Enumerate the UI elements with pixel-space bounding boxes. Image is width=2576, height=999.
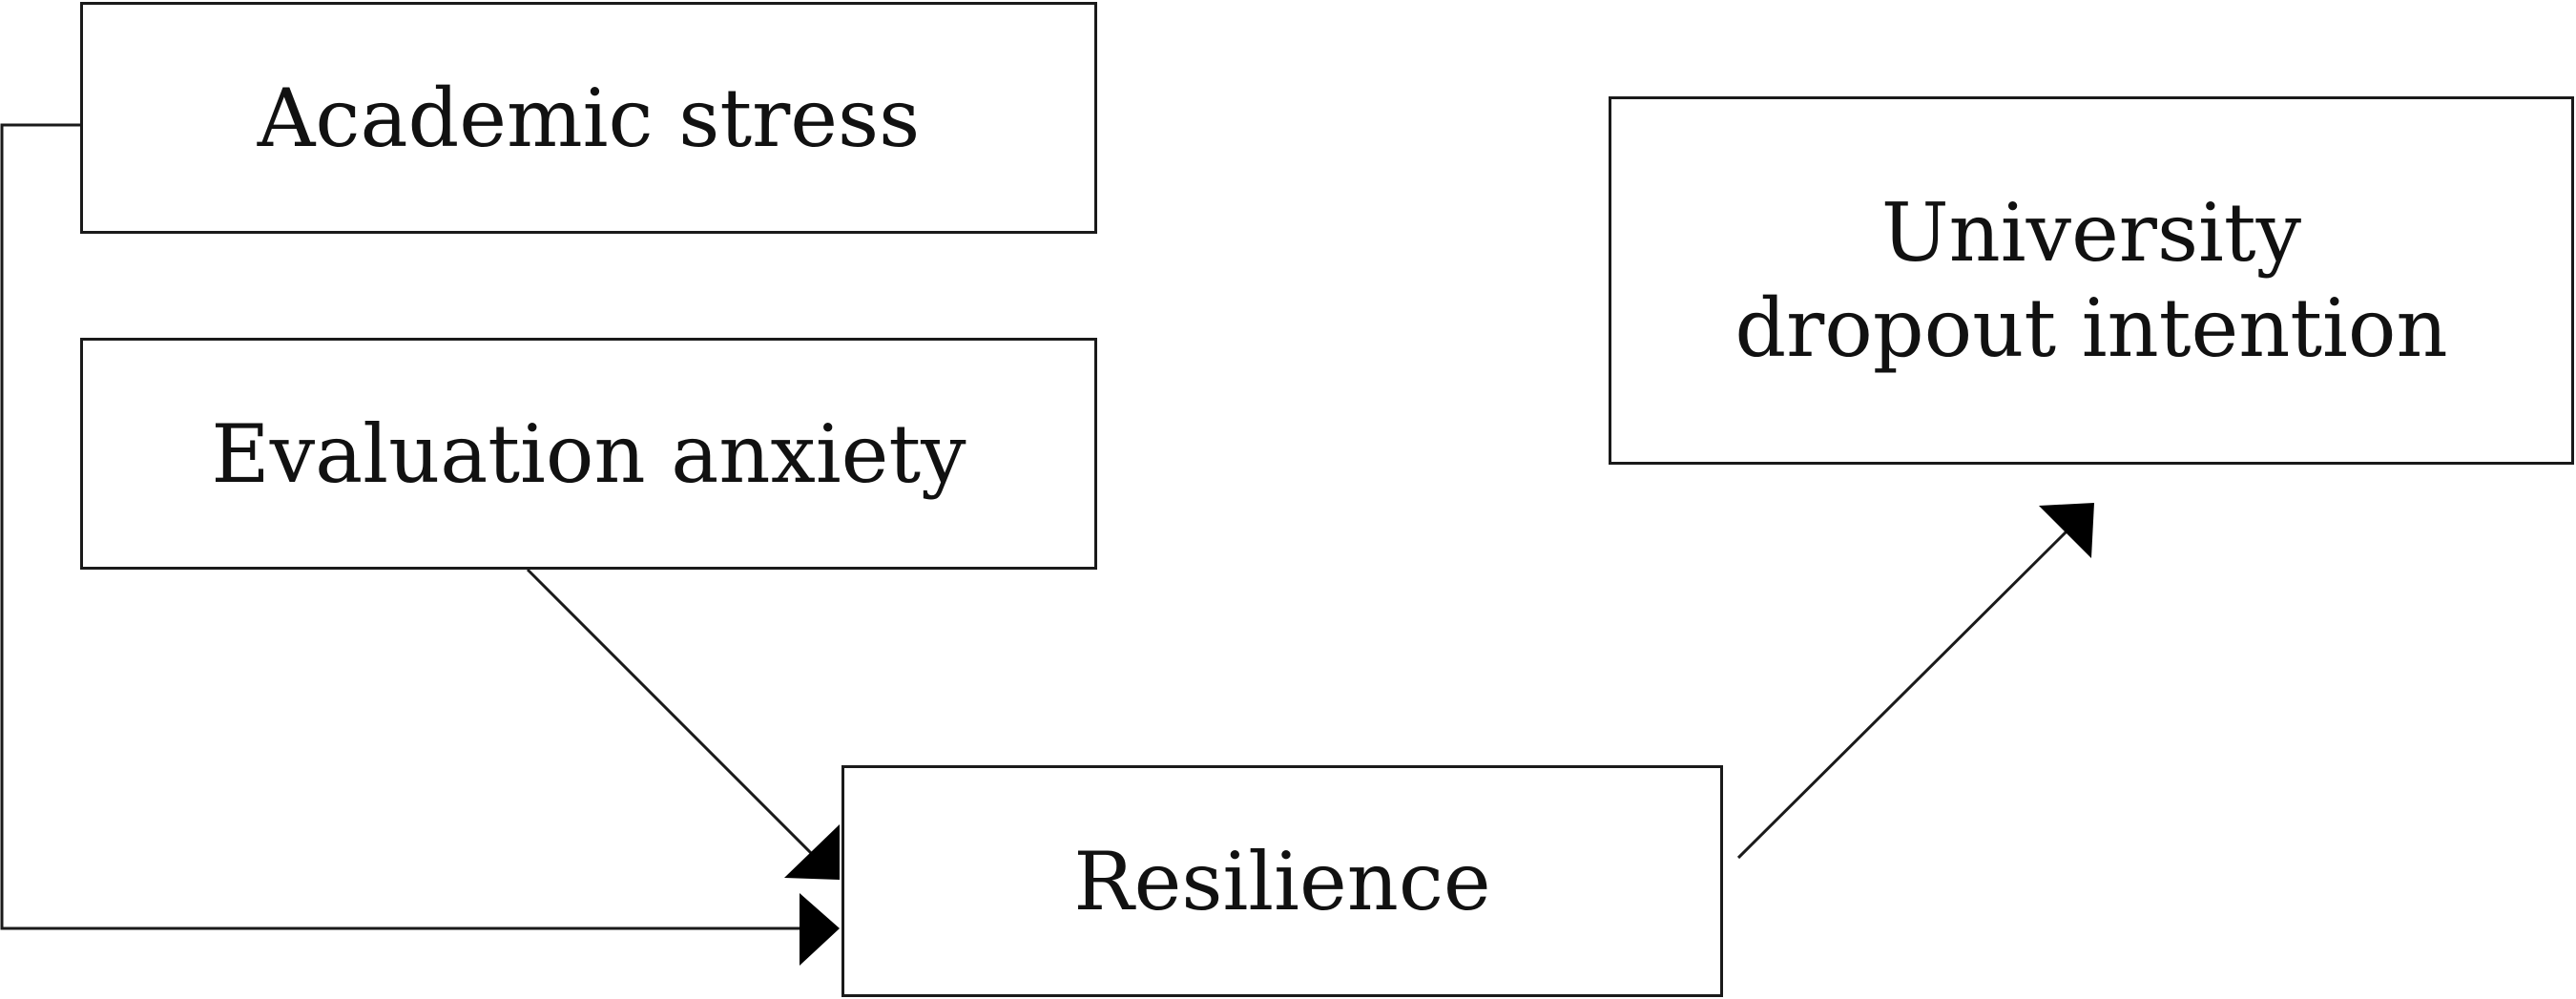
arrowhead-resilience-to-dropout-intention bbox=[2039, 503, 2094, 558]
node-label-evaluation-anxiety: Evaluation anxiety bbox=[211, 406, 966, 501]
node-label-resilience: Resilience bbox=[1073, 834, 1491, 928]
edge-resilience-to-dropout-intention bbox=[1736, 526, 2072, 860]
arrowhead-evaluation-anxiety-to-resilience bbox=[784, 824, 840, 880]
edge-evaluation-anxiety-to-resilience bbox=[526, 568, 818, 860]
node-academic-stress: Academic stress bbox=[80, 2, 1097, 234]
node-resilience: Resilience bbox=[841, 765, 1723, 997]
arrowhead-academic-stress-to-resilience bbox=[800, 893, 840, 966]
node-university-dropout-intention: University dropout intention bbox=[1609, 96, 2574, 465]
node-label-university-dropout-intention: University dropout intention bbox=[1735, 186, 2448, 375]
node-evaluation-anxiety: Evaluation anxiety bbox=[80, 338, 1097, 570]
node-label-academic-stress: Academic stress bbox=[257, 71, 921, 165]
